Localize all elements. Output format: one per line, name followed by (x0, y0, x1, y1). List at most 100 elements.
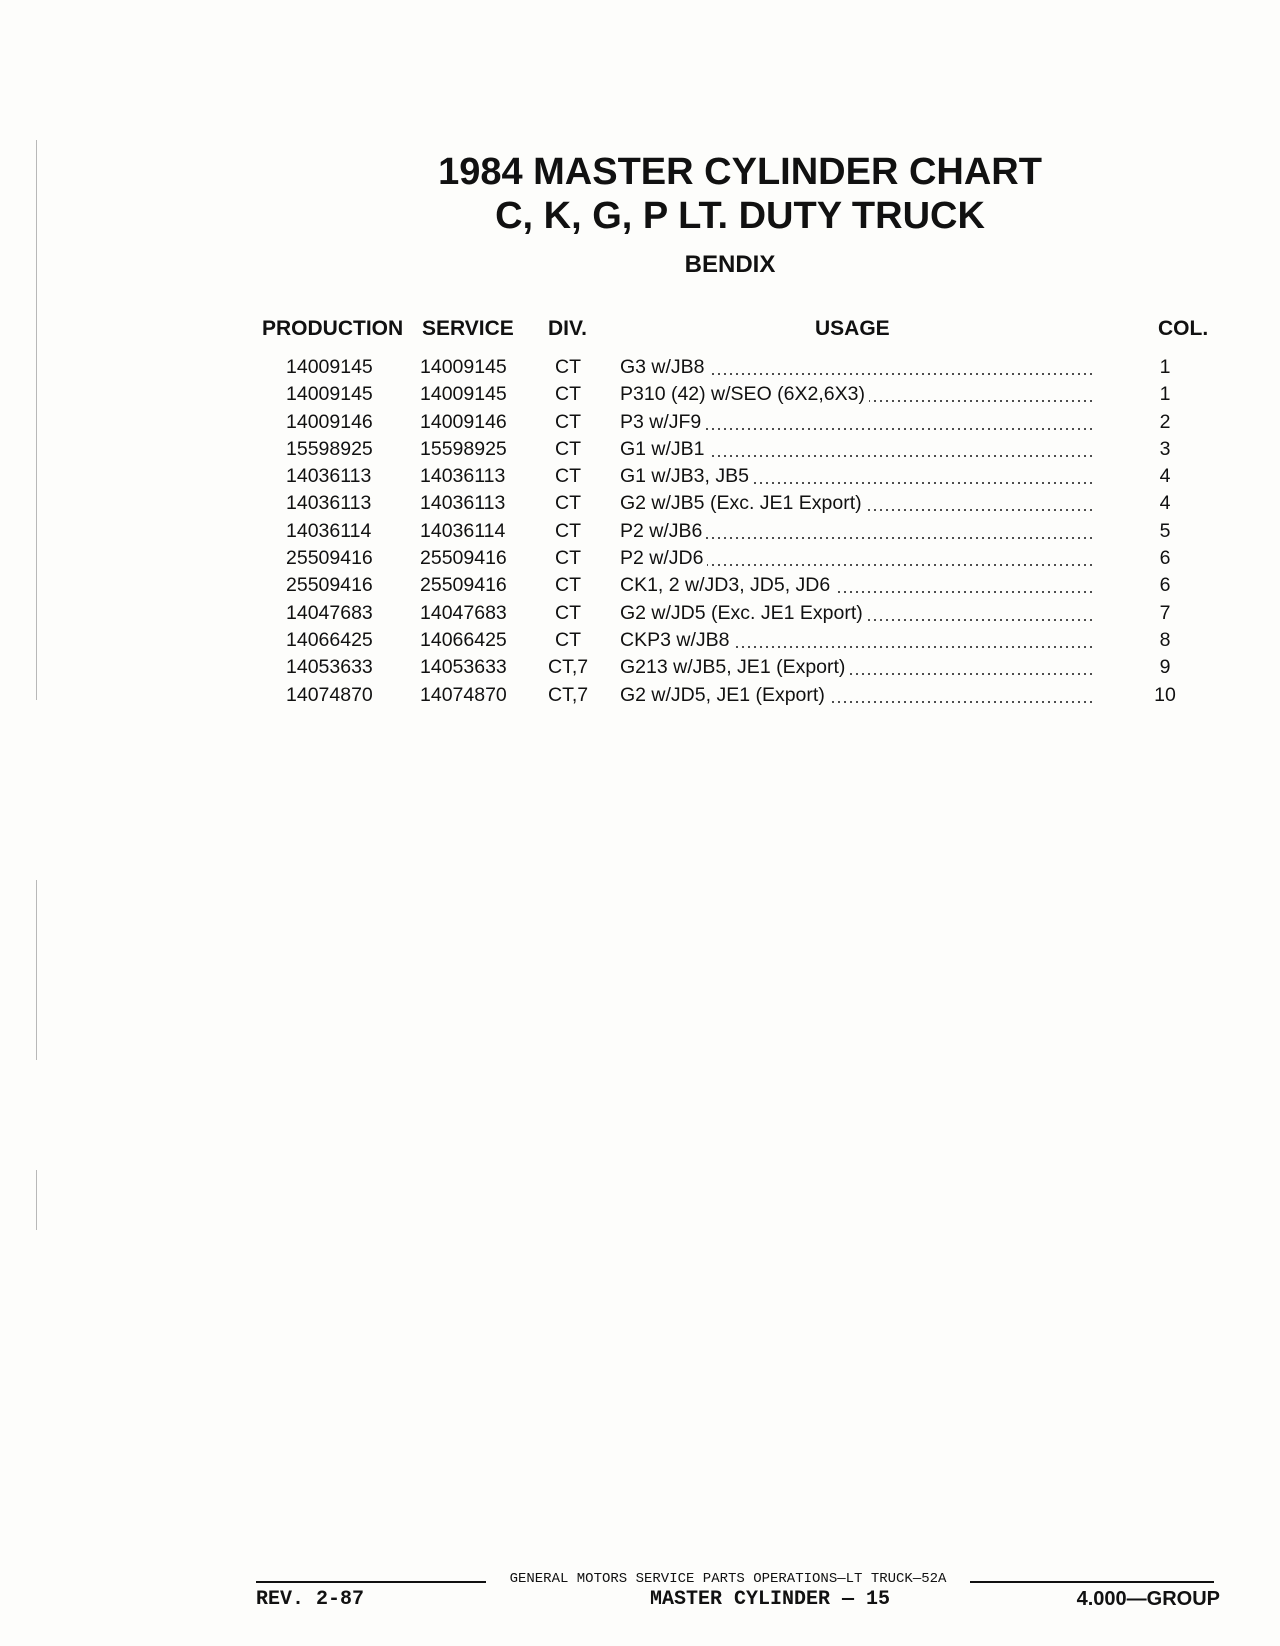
usage-text: P310 (42) w/SEO (6X2,6X3) (620, 383, 869, 406)
column-number: 3 (1159, 437, 1171, 460)
usage-text: G213 w/JB5, JE1 (Export) (620, 656, 850, 679)
scan-margin-line (36, 880, 37, 1060)
table-row: 14009145 14009145 CT P310 (42) w/SEO (6X2,6… (0, 381, 1280, 408)
production-number: 14009145 (286, 356, 373, 378)
table-row: 14009145 14009145 CT G3 w/JB8 1 (0, 354, 1280, 381)
division-code: CT (555, 437, 581, 460)
service-number: 14009145 (420, 356, 507, 378)
column-header-production: PRODUCTION (262, 317, 404, 340)
division-code: CT (555, 547, 581, 570)
column-number: 4 (1159, 492, 1171, 515)
service-number: 14036113 (420, 492, 506, 515)
usage-text: G2 w/JD5 (Exc. JE1 Export) (620, 601, 867, 624)
service-number: 14009146 (420, 410, 507, 433)
service-number: 15598925 (420, 437, 507, 460)
production-number: 14036113 (286, 492, 372, 515)
division-code: CT,7 (548, 656, 589, 679)
footer-publisher: GENERAL MOTORS SERVICE PARTS OPERATIONS—… (509, 1571, 947, 1587)
table-row: 14036113 14036113 CT G2 w/JB5 (Exc. JE1 Exp… (0, 490, 1280, 517)
usage-text: G2 w/JD5, JE1 (Export) (620, 683, 829, 706)
division-code: CT (555, 465, 581, 488)
column-number: 8 (1159, 628, 1171, 651)
production-number: 14009146 (286, 410, 373, 433)
table-row: 25509416 25509416 CT P2 w/JD6 6 (0, 545, 1280, 572)
manufacturer-subtitle: BENDIX (684, 251, 776, 278)
production-number: 14074870 (286, 683, 373, 706)
division-code: CT (555, 628, 581, 651)
usage-text: G1 w/JB3, JB5 (620, 465, 753, 488)
column-number: 1 (1159, 356, 1171, 378)
production-number: 14066425 (286, 628, 373, 651)
division-code: CT (555, 492, 581, 515)
usage-text: CKP3 w/JB8 (620, 628, 734, 651)
production-number: 14009145 (286, 383, 373, 406)
service-number: 14009145 (420, 383, 507, 406)
dot-leader (620, 564, 1096, 567)
column-header-usage: USAGE (815, 317, 890, 340)
production-number: 14036114 (286, 519, 372, 542)
usage-cell: P2 w/JD6 (620, 545, 1096, 572)
usage-cell: G2 w/JB5 (Exc. JE1 Export) (620, 490, 1096, 517)
column-header-div: DIV. (548, 317, 587, 340)
usage-text: P3 w/JF9 (620, 410, 706, 433)
dot-leader (620, 536, 1096, 539)
footer-rule (970, 1581, 1214, 1583)
column-number: 10 (1154, 683, 1176, 706)
production-number: 14047683 (286, 601, 373, 624)
production-number: 14036113 (286, 465, 372, 488)
division-code: CT (555, 601, 581, 624)
service-number: 14066425 (420, 628, 507, 651)
service-number: 25509416 (420, 574, 507, 597)
service-number: 14047683 (420, 601, 507, 624)
table-row: 14066425 14066425 CT CKP3 w/JB8 8 (0, 627, 1280, 654)
division-code: CT (555, 519, 581, 542)
column-number: 1 (1159, 383, 1171, 406)
division-code: CT (555, 383, 581, 406)
service-number: 14036114 (420, 519, 506, 542)
dot-leader (620, 427, 1096, 430)
column-number: 4 (1159, 465, 1171, 488)
division-code: CT (555, 356, 581, 378)
footer-section: MASTER CYLINDER — 15 (649, 1588, 891, 1611)
dot-leader (620, 673, 1096, 676)
production-number: 25509416 (286, 547, 373, 570)
division-code: CT (555, 574, 581, 597)
usage-text: G3 w/JB8 (620, 356, 709, 378)
dot-leader (620, 700, 1096, 703)
usage-text: G2 w/JB5 (Exc. JE1 Export) (620, 492, 866, 515)
division-code: CT (555, 410, 581, 433)
usage-cell: G2 w/JD5 (Exc. JE1 Export) (620, 600, 1096, 627)
dot-leader (620, 454, 1096, 457)
dot-leader (620, 591, 1096, 594)
usage-cell: CKP3 w/JB8 (620, 627, 1096, 654)
column-number: 6 (1159, 547, 1171, 570)
footer-rule (256, 1581, 486, 1583)
production-number: 15598925 (286, 437, 373, 460)
usage-cell: CK1, 2 w/JD3, JD5, JD6 (620, 572, 1096, 599)
service-number: 14074870 (420, 683, 507, 706)
footer-revision: REV. 2-87 (256, 1588, 365, 1611)
dot-leader (620, 482, 1096, 485)
page-title-line-1: 1984 MASTER CYLINDER CHART (438, 151, 1042, 193)
page-title-line-2: C, K, G, P LT. DUTY TRUCK (495, 195, 985, 237)
column-number: 9 (1159, 656, 1171, 679)
usage-text: G1 w/JB1 (620, 437, 709, 460)
service-number: 14053633 (420, 656, 507, 679)
service-number: 25509416 (420, 547, 507, 570)
usage-cell: G1 w/JB3, JB5 (620, 463, 1096, 490)
usage-cell: G2 w/JD5, JE1 (Export) (620, 682, 1096, 709)
usage-cell: G213 w/JB5, JE1 (Export) (620, 654, 1096, 681)
usage-text: P2 w/JD6 (620, 547, 708, 570)
usage-text: CK1, 2 w/JD3, JD5, JD6 (620, 574, 835, 597)
usage-text: P2 w/JB6 (620, 519, 707, 542)
column-header-col: COL. (1158, 317, 1209, 340)
dot-leader (620, 373, 1096, 375)
